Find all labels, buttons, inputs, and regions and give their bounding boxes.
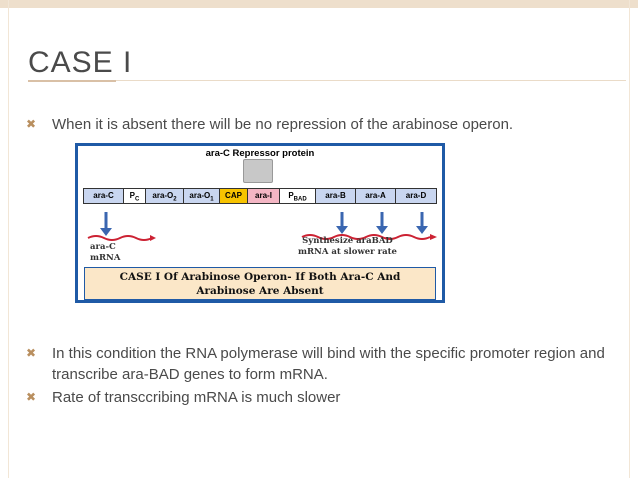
down-arrow-head [376, 226, 388, 234]
gene-ara-o2: ara-O2 [146, 189, 184, 203]
left-border-line [8, 0, 9, 478]
gene-ara-c: ara-C [84, 189, 124, 203]
right-border-line [629, 0, 630, 478]
diagram-caption: CASE I Of Arabinose Operon- If Both Ara-… [84, 267, 436, 300]
gene-ara-d: ara-D [396, 189, 436, 203]
bullet-x-icon: ✖ [26, 117, 37, 131]
mrna-wave [301, 234, 431, 240]
bullet-x-icon: ✖ [26, 346, 37, 360]
arabad-mrna-graphic [301, 212, 437, 240]
bullet-x-icon: ✖ [26, 390, 37, 404]
diagram-header: ara-C Repressor protein [205, 148, 315, 159]
slide-title: CASE I [28, 46, 133, 79]
gene-pbad: PBAD [280, 189, 316, 203]
bullet-item-1: ✖ When it is absent there will be no rep… [26, 114, 626, 135]
label-line: ara-C [90, 242, 116, 252]
bullet-text: In this condition the RNA polymerase wil… [52, 345, 605, 383]
ara-c-mrna-graphic [87, 212, 156, 241]
ara-c-mrna-label: ara-C mRNA [90, 242, 120, 264]
mrna-arrow-head [150, 235, 156, 241]
mrna-arrow-head [430, 234, 437, 240]
title-underline [28, 80, 116, 82]
gene-row: ara-C PC ara-O2 ara-O1 CAP ara-I PBAD ar… [83, 188, 437, 204]
down-arrow-head [336, 226, 348, 234]
gene-pc-label: PC [129, 191, 140, 203]
gene-ara-o1: ara-O1 [184, 189, 220, 203]
gene-ara-b: ara-B [316, 189, 356, 203]
title-rule [116, 80, 626, 81]
label-line: mRNA [90, 253, 121, 263]
bullet-text: Rate of transccribing mRNA is much slowe… [52, 389, 341, 406]
down-arrow-head [100, 228, 112, 236]
top-accent-bar [0, 0, 638, 8]
gene-ara-a: ara-A [356, 189, 396, 203]
bullet-text: When it is absent there will be no repre… [52, 116, 514, 133]
gene-cap: CAP [220, 189, 248, 203]
mrna-wave [87, 235, 153, 241]
gene-pc: PC [124, 189, 146, 203]
arabinose-operon-diagram: ara-C Repressor protein ara-C PC ara-O2 … [75, 143, 445, 303]
arabad-mrna-label: Synthesize araBAD mRNA at slower rate [298, 236, 397, 258]
label-line: Synthesize araBAD [302, 236, 393, 246]
label-line: mRNA at slower rate [298, 247, 397, 257]
repressor-protein-shape [243, 159, 273, 183]
down-arrow-head [416, 226, 428, 234]
caption-line: CASE I Of Arabinose Operon- If Both Ara-… [119, 271, 401, 283]
bullet-item-3: ✖ Rate of transccribing mRNA is much slo… [26, 387, 626, 408]
gene-ara-i: ara-I [248, 189, 280, 203]
bullet-item-2: ✖ In this condition the RNA polymerase w… [26, 343, 626, 385]
caption-line: Arabinose Are Absent [196, 285, 324, 297]
